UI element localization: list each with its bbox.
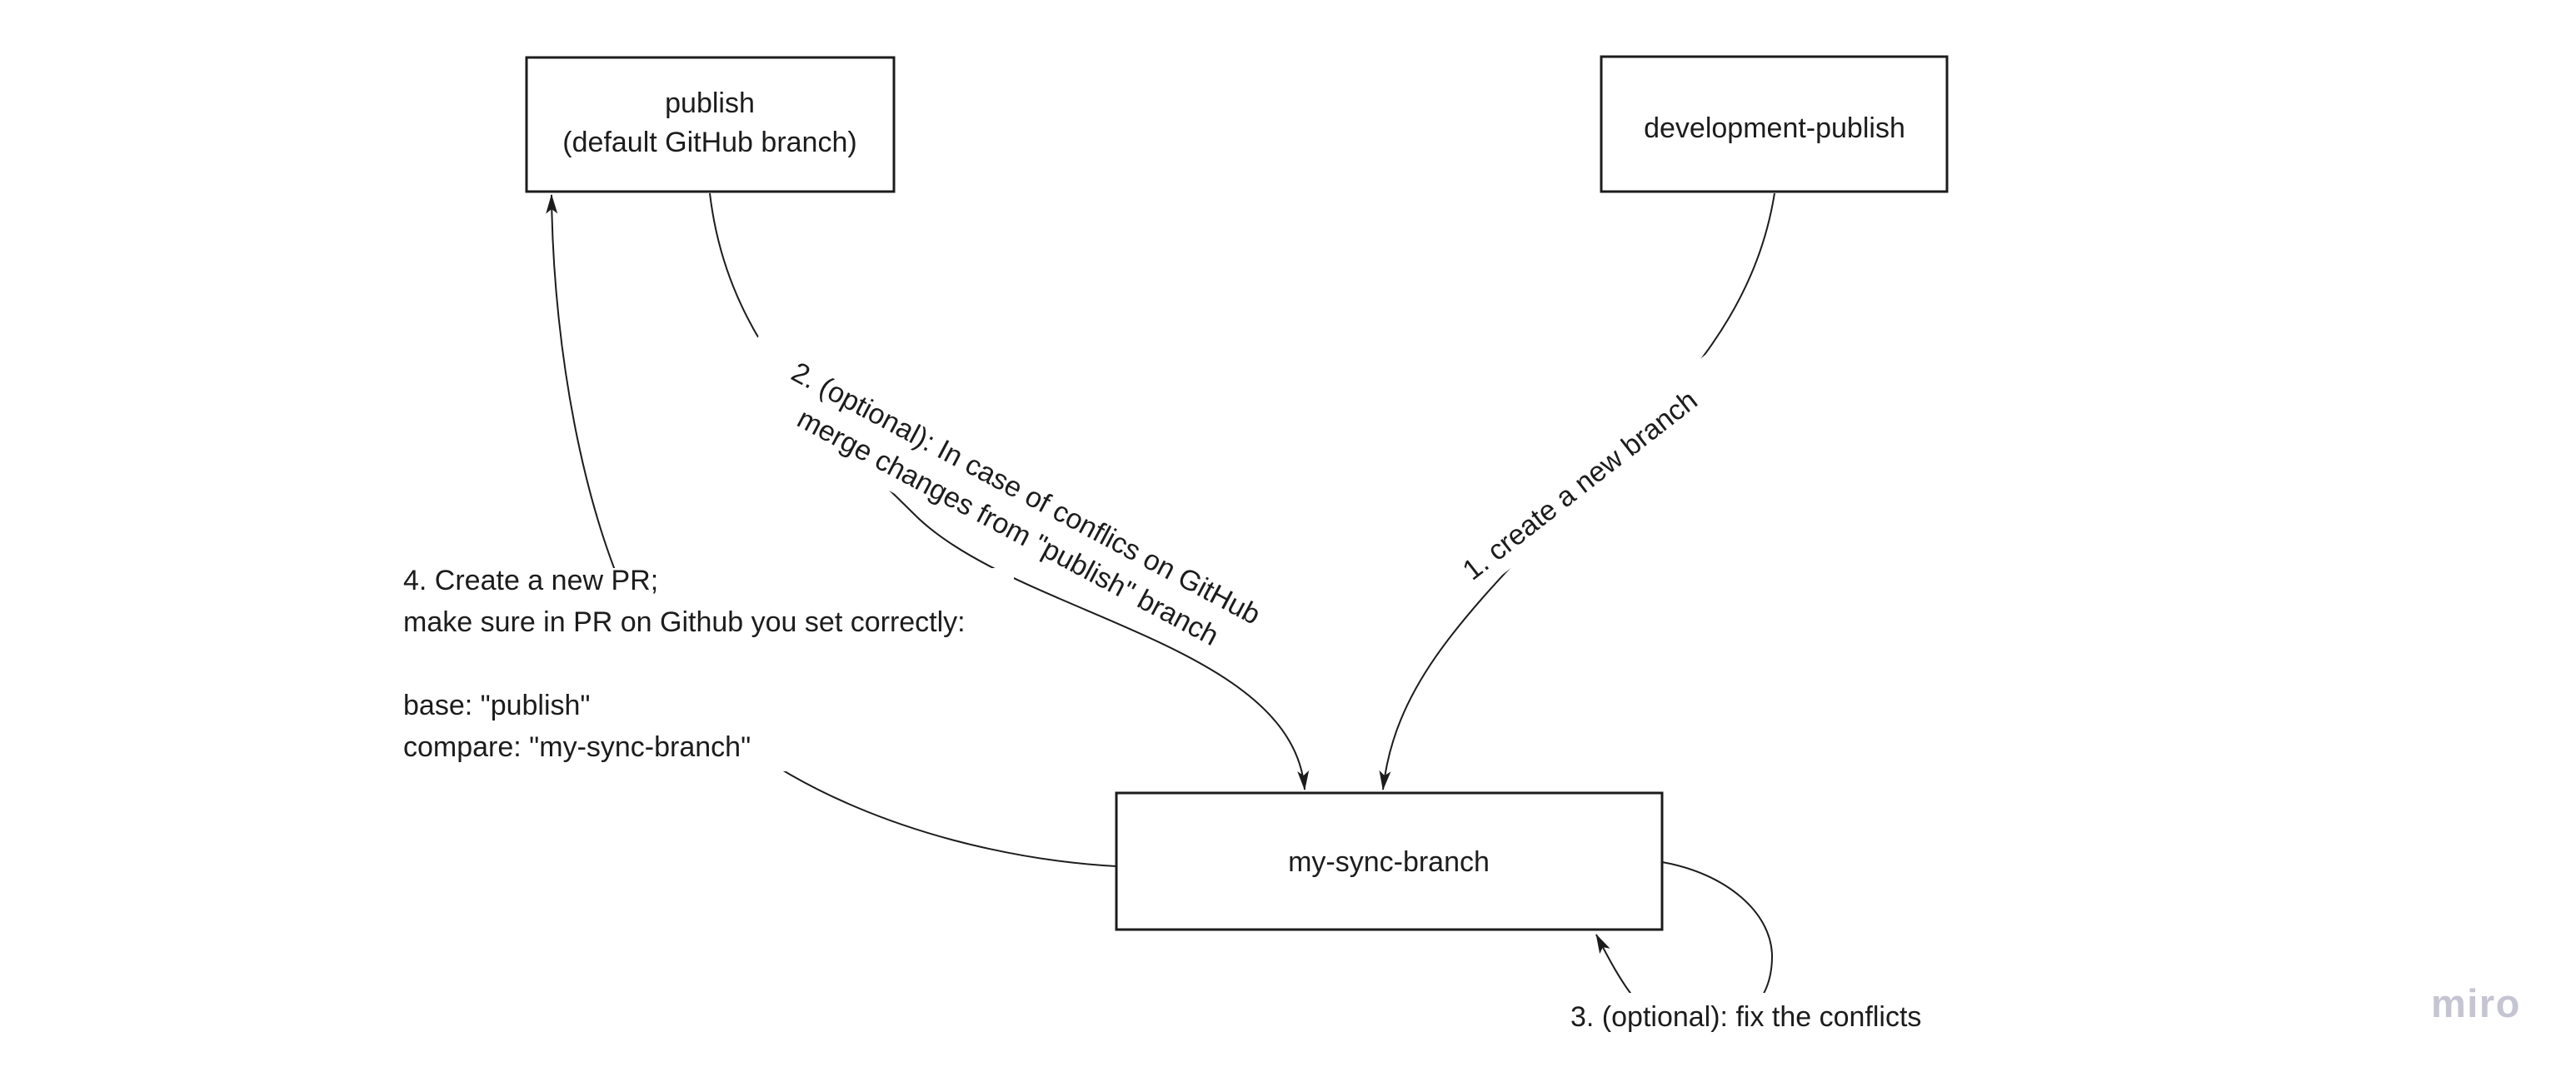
label-background <box>1423 354 1735 614</box>
node-publish[interactable]: publish (default GitHub branch) <box>525 56 896 193</box>
edge-label-text: 1. create a new branch <box>1457 384 1704 586</box>
edge-label-text: 3. (optional): fix the conflicts <box>1570 1001 1921 1033</box>
label-background <box>1558 993 1995 1041</box>
node-my-sync-branch-box[interactable] <box>1115 791 1664 931</box>
node-my-sync-branch[interactable]: my-sync-branch <box>1115 791 1664 931</box>
edge-label-step3[interactable]: 3. (optional): fix the conflicts <box>1558 993 1995 1041</box>
node-publish-label-line1: publish <box>665 87 755 119</box>
edge-label-text: base: "publish" <box>403 690 591 721</box>
node-development-publish-label: development-publish <box>1644 112 1905 144</box>
label-background <box>393 568 1014 771</box>
label-background <box>723 326 1311 694</box>
node-my-sync-branch-label: my-sync-branch <box>1288 846 1490 878</box>
miro-watermark: miro <box>2431 981 2521 1025</box>
node-publish-box[interactable] <box>525 56 896 193</box>
edge-step2-merge-publish[interactable] <box>709 192 1310 790</box>
node-publish-label-line2: (default GitHub branch) <box>562 127 856 158</box>
edge-label-step4[interactable]: 4. Create a new PR; make sure in PR on G… <box>393 565 1014 771</box>
node-development-publish[interactable]: development-publish <box>1600 55 1949 193</box>
node-development-publish-box[interactable] <box>1600 55 1949 193</box>
edge-label-text: make sure in PR on Github you set correc… <box>403 606 966 638</box>
edge-label-text: compare: "my-sync-branch" <box>403 731 751 763</box>
edge-label-text: 4. Create a new PR; <box>403 565 658 596</box>
edge-label-step1[interactable]: 1. create a new branch <box>1423 354 1735 614</box>
